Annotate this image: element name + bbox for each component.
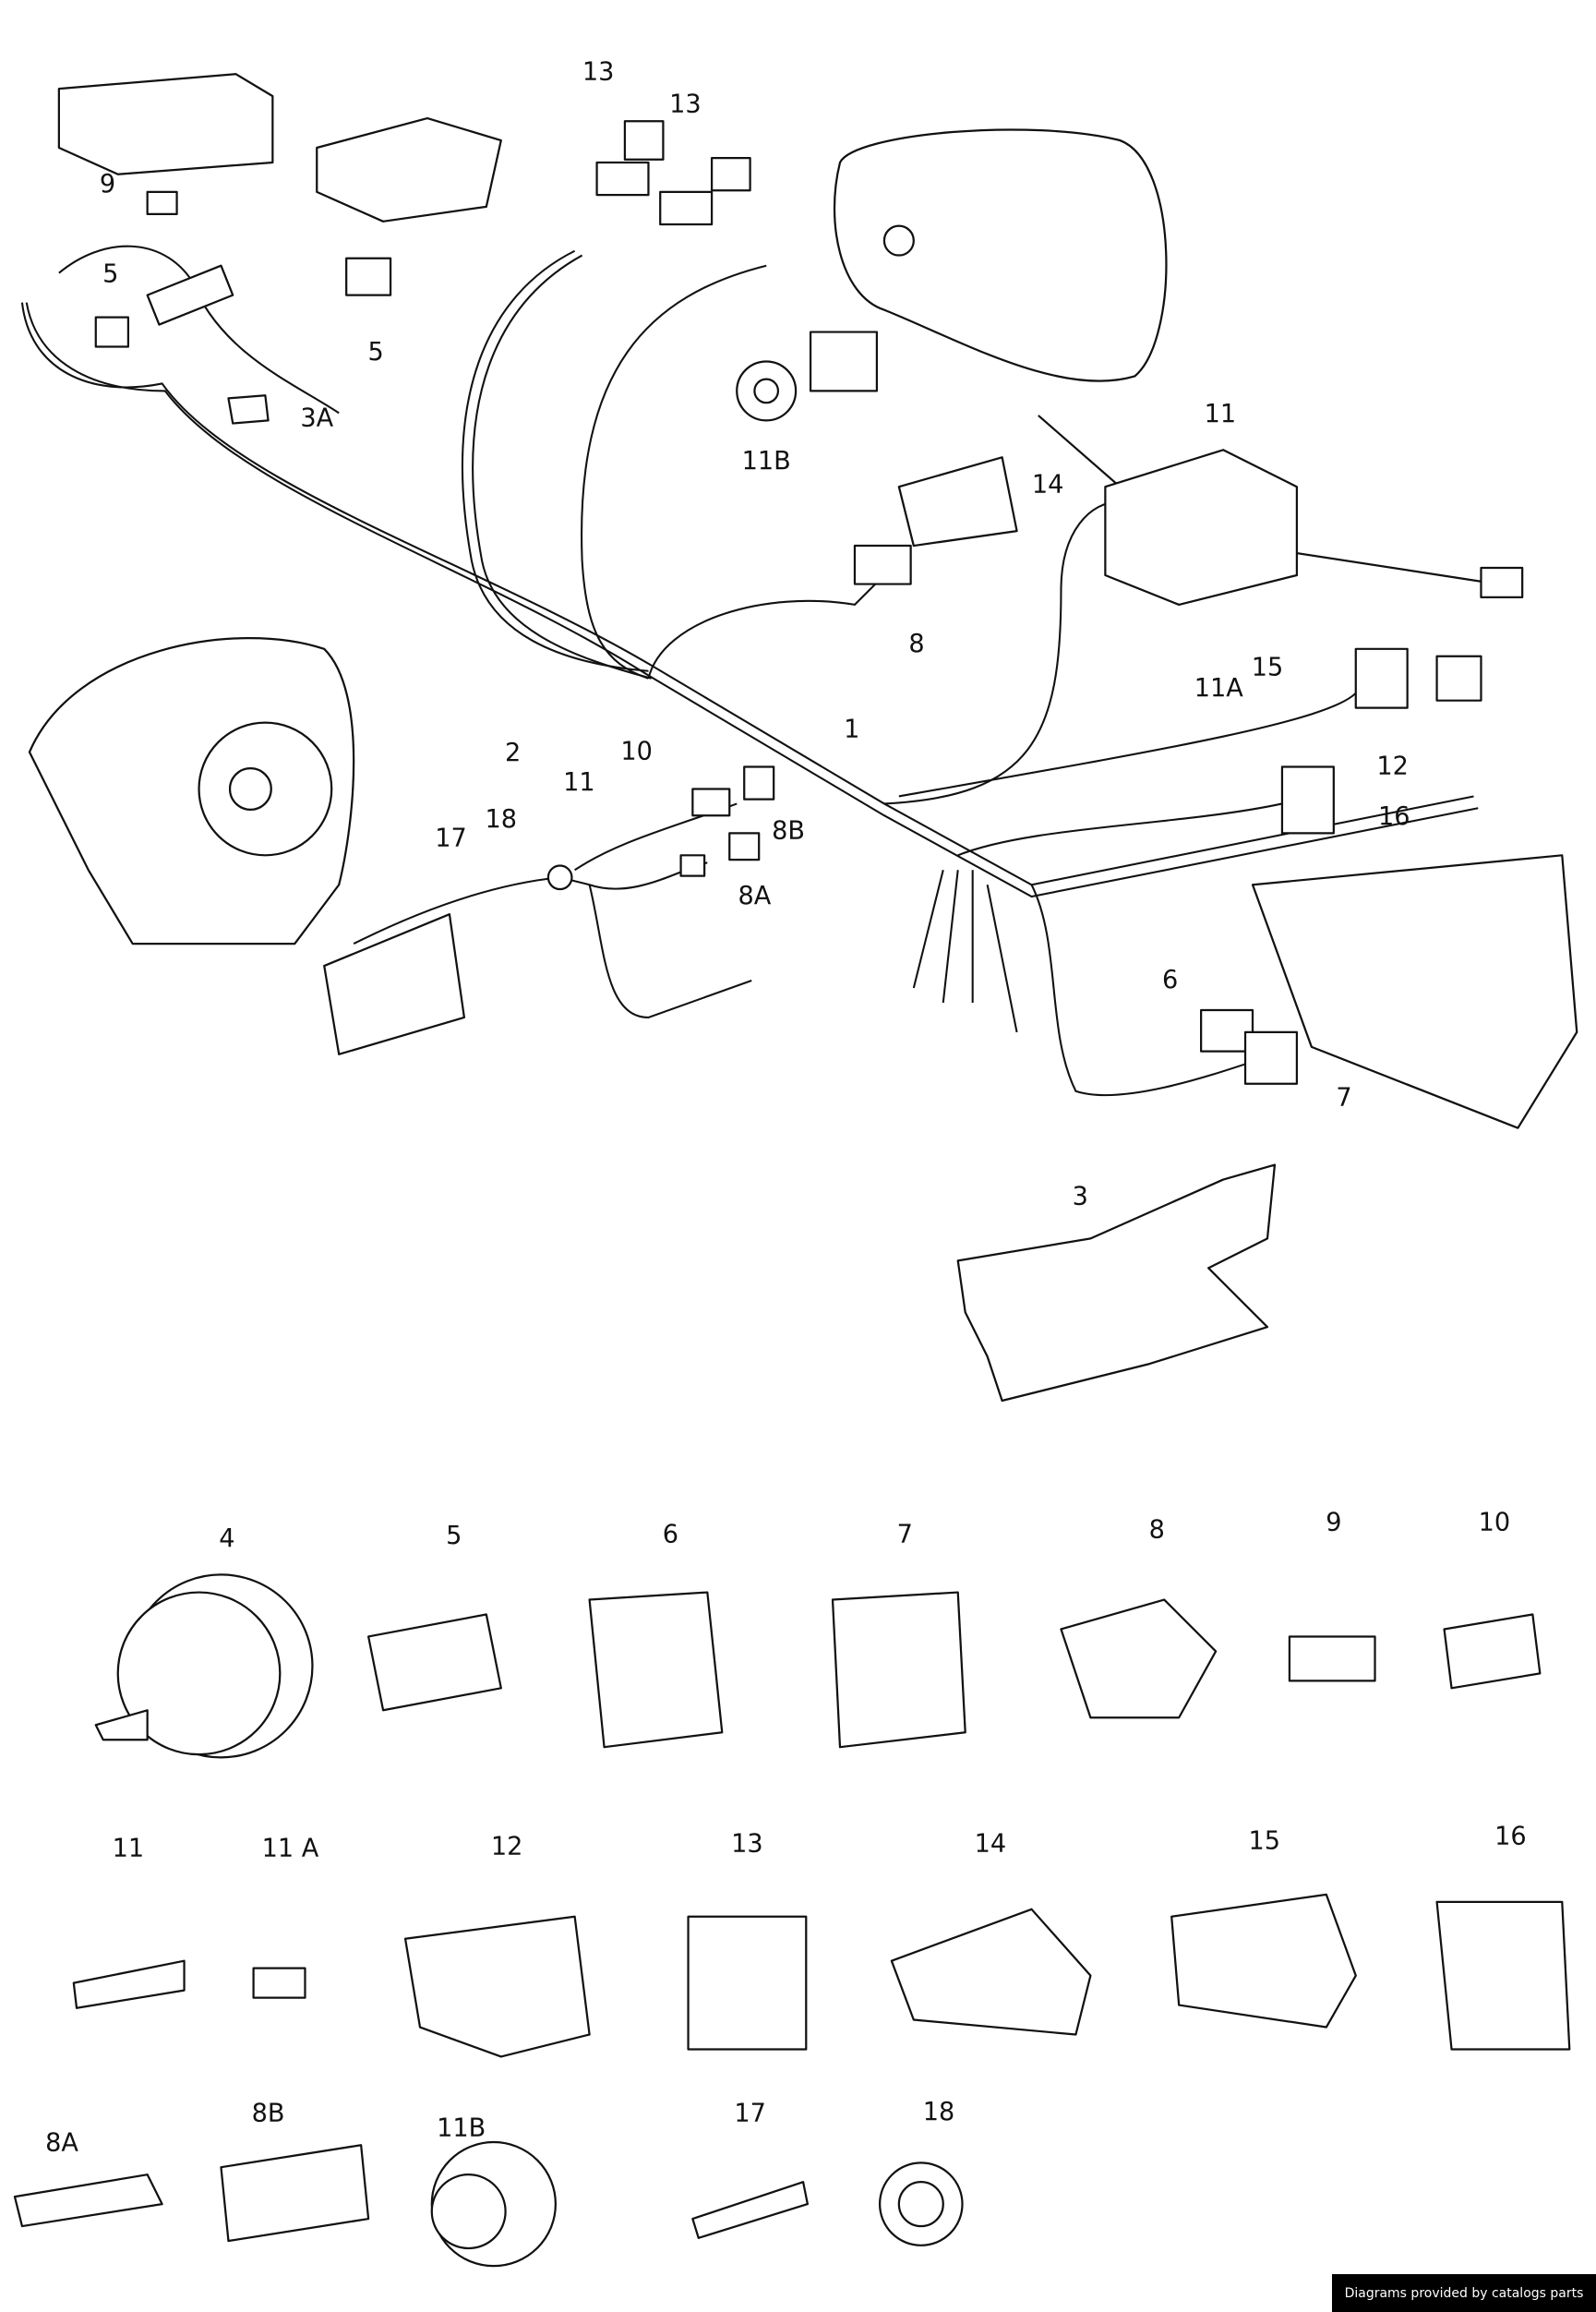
catalog-label: 7	[897, 1520, 913, 1548]
callout: 18	[486, 805, 518, 834]
catalog-label: 12	[491, 1833, 523, 1861]
callout: 12	[1376, 753, 1409, 781]
callout: 11	[1205, 400, 1237, 428]
catalog-label: 18	[923, 2098, 955, 2126]
catalog-label: 10	[1479, 1509, 1511, 1537]
catalog-label: 6	[663, 1520, 678, 1548]
components	[28, 73, 1578, 1403]
callout: 11	[563, 768, 595, 797]
catalog-label: 8B	[252, 2100, 285, 2128]
catalog-label: 13	[731, 1830, 763, 1859]
catalog-label: 5	[446, 1522, 462, 1550]
catalog-label: 17	[734, 2100, 766, 2128]
callout: 7	[1336, 1084, 1351, 1113]
catalog-parts	[13, 1573, 1571, 2268]
callout: 10	[620, 738, 653, 766]
watermark: Diagrams provided by catalogs parts	[1332, 2274, 1596, 2312]
callout: 11B	[742, 447, 791, 476]
callout: 14	[1032, 471, 1064, 500]
callout: 9	[100, 170, 115, 199]
callout: 8	[908, 630, 924, 658]
catalog-label: 8	[1149, 1515, 1165, 1544]
callout: 8B	[772, 817, 805, 846]
callout: 11A	[1194, 674, 1244, 703]
callout: 8A	[738, 882, 771, 910]
catalog-label: 4	[219, 1524, 234, 1553]
callout: 2	[505, 739, 521, 767]
callout: 13	[669, 90, 702, 119]
callout: 15	[1252, 654, 1284, 682]
callout: 13	[582, 58, 615, 87]
callout: 3	[1073, 1183, 1088, 1211]
callout: 17	[435, 825, 467, 853]
callout: 3A	[300, 404, 333, 433]
catalog-label: 9	[1326, 1509, 1341, 1537]
catalog-label: 11 A	[262, 1834, 319, 1862]
catalog-label: 15	[1249, 1826, 1281, 1855]
catalog-label: 11B	[437, 2114, 486, 2143]
callout: 6	[1162, 966, 1178, 994]
catalog-label: 14	[975, 1830, 1007, 1859]
catalog-label: 8A	[45, 2129, 78, 2158]
callout: 5	[367, 338, 383, 367]
catalog-label: 11	[113, 1834, 145, 1862]
callout: 16	[1378, 802, 1410, 831]
callout: 1	[844, 716, 859, 744]
callout: 5	[102, 259, 118, 288]
catalog-label: 16	[1494, 1823, 1527, 1851]
callout-labels: 13 13 9 5 5 3A 11B 11 14 8 15 11A 1 12 1…	[45, 58, 1527, 2158]
